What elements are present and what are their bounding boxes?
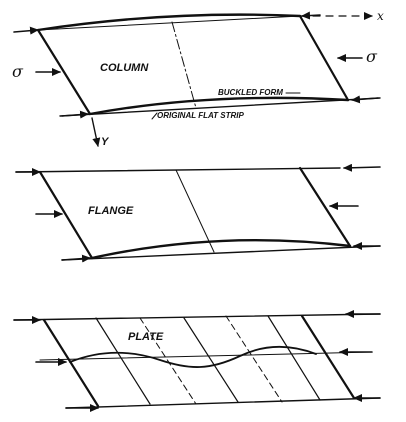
plate-left-edge [42, 318, 100, 408]
plate-right-edge [300, 314, 356, 400]
column-bottom-flat-line [59, 97, 381, 117]
column-bottom-buckled [88, 96, 350, 116]
plate-bottom-line [65, 397, 381, 409]
column-bottom-left-arrow [61, 110, 89, 119]
flange-label: FLANGE [88, 205, 134, 217]
column-right-edge [298, 14, 350, 102]
flange-bottom-buckled [90, 238, 352, 260]
flat-strip-leader [151, 112, 158, 120]
plate-panel: PLATE [13, 310, 381, 412]
flange-midline [175, 169, 215, 253]
plate-crest-line-1 [95, 317, 151, 405]
plate-top-line [13, 313, 381, 321]
y-axis-arrow [91, 117, 101, 147]
plate-buckled-wave [69, 345, 317, 368]
flange-left-edge [38, 170, 94, 260]
column-top-edge [36, 13, 302, 32]
column-stress-symbol-right: σ [366, 47, 378, 66]
column-stress-symbol-left: σ [12, 62, 24, 81]
column-bottom-right-arrow [351, 95, 379, 104]
column-label: COLUMN [100, 62, 149, 74]
column-top-flat-line [37, 15, 301, 31]
flange-top-right-arrow [343, 163, 381, 172]
y-axis-label: Y [101, 136, 110, 148]
column-top-right-arrow [301, 11, 321, 20]
column-midline [171, 21, 197, 109]
flat-strip-label: ORIGINAL FLAT STRIP [157, 111, 244, 120]
column-left-edge [36, 28, 92, 116]
x-axis-label: x [377, 9, 384, 23]
flange-bottom-left-arrow [61, 254, 91, 263]
flange-top-line [15, 167, 341, 173]
buckled-form-label: BUCKLED FORM [218, 88, 283, 97]
plate-crest-line-2 [183, 317, 239, 403]
plate-label: PLATE [128, 331, 164, 343]
flange-panel: FLANGE [15, 163, 381, 263]
flange-right-edge [298, 166, 352, 248]
plate-crest-line-3 [267, 315, 321, 401]
column-panel: x σ σ Y COLUMN BUCKLED FORM ORIGINAL FLA… [12, 9, 384, 148]
column-top-left-arrow [13, 26, 39, 35]
plate-node-line-1 [139, 317, 197, 405]
plate-node-line-2 [225, 315, 283, 403]
plate-mid-flat-line [39, 351, 373, 361]
flange-bottom-flat-line [61, 245, 381, 261]
